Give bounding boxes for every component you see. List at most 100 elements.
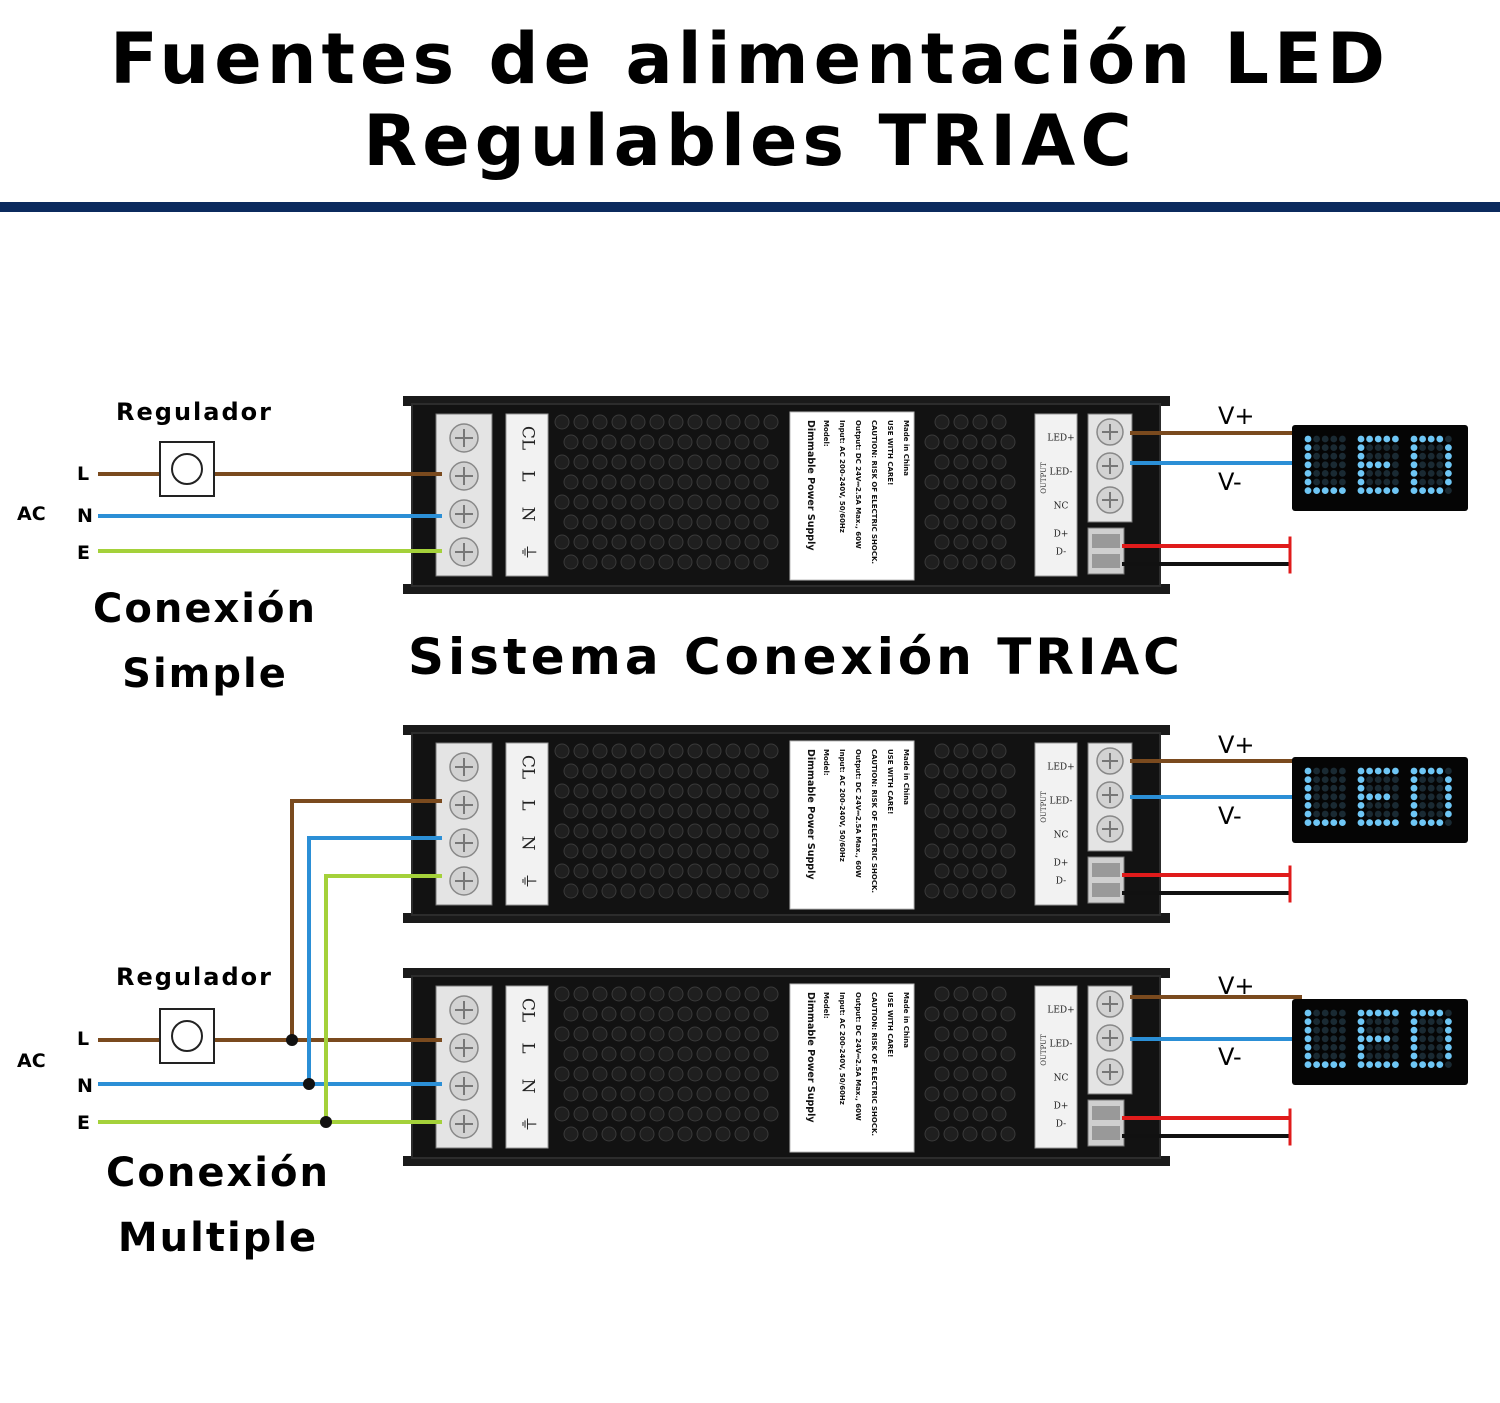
led-dot-on [1374, 435, 1382, 443]
led-dot-on [1366, 1061, 1373, 1068]
led-dot-on [1366, 767, 1373, 775]
led-dot-off [1436, 1026, 1444, 1034]
vminus-label-3: V- [1218, 1043, 1242, 1071]
supply-vent-grill [554, 986, 1016, 1142]
led-dot-on [1374, 1061, 1382, 1068]
input-label-plate [505, 413, 549, 577]
led-dot-off [1383, 802, 1391, 809]
supply-label-line: Input: AC 200-240V, 50/60Hz [838, 420, 846, 533]
input-terminal-label: ⏚ [518, 1116, 538, 1133]
led-dot-on [1304, 793, 1312, 801]
led-dot-off [1419, 793, 1426, 801]
led-dot-off [1445, 487, 1452, 494]
output-terminal-label: D+ [1054, 530, 1069, 540]
led-dot-off [1366, 444, 1373, 451]
led-dot-off [1313, 810, 1320, 818]
led-dot-off [1436, 802, 1444, 809]
led-dot-off [1427, 470, 1435, 477]
led-dot-off [1321, 793, 1329, 801]
led-dot-on [1357, 1018, 1365, 1025]
led-dot-off [1427, 1035, 1435, 1043]
led-dot-on [1410, 1026, 1418, 1034]
led-dot-on [1436, 1009, 1444, 1017]
led-dot-on [1330, 487, 1338, 494]
output-terminal-label: LED+ [1047, 763, 1074, 773]
led-dot-off [1313, 1009, 1320, 1017]
led-dot-off [1374, 810, 1382, 818]
led-dot-off [1339, 802, 1346, 809]
supply-label-line: Made in China [902, 992, 910, 1048]
led-dot-on [1410, 470, 1418, 477]
input-label-plate [505, 742, 549, 906]
supply-label-line: Dimmable Power Supply [805, 420, 816, 551]
led-dot-off [1313, 1052, 1320, 1060]
led-dot-on [1304, 444, 1312, 451]
led-dot-off [1383, 784, 1391, 792]
led-dot-off [1427, 461, 1435, 469]
supply-label-line: Model: [822, 749, 830, 776]
led-dot-off [1392, 444, 1399, 451]
input-terminal-label: N [518, 1079, 538, 1094]
led-dot-off [1339, 793, 1346, 801]
led-dot-off [1419, 776, 1426, 783]
input-terminal-label: N [518, 507, 538, 522]
led-dot-on [1445, 444, 1452, 451]
led-dot-on [1357, 810, 1365, 818]
led-dot-on [1383, 1061, 1391, 1068]
led-dot-off [1313, 802, 1320, 809]
led-dot-off [1383, 776, 1391, 783]
led-dot-on [1410, 784, 1418, 792]
led-dot-on [1445, 452, 1452, 460]
led-dot-off [1313, 767, 1320, 775]
led-dot-off [1330, 1009, 1338, 1017]
led-dot-off [1366, 1044, 1373, 1051]
simple-regulator [159, 441, 215, 497]
led-dot-off [1330, 1044, 1338, 1051]
led-dot-off [1330, 444, 1338, 451]
led-dot-on [1445, 1052, 1452, 1060]
led-dot-off [1419, 802, 1426, 809]
led-dot-on [1419, 487, 1426, 494]
led-dot-off [1366, 1052, 1373, 1060]
dimmer-box [159, 1008, 215, 1064]
led-dot-off [1313, 776, 1320, 783]
led-dot-on [1304, 478, 1312, 486]
led-dot-on [1436, 767, 1444, 775]
led-dot-off [1383, 1018, 1391, 1025]
led-dot-off [1339, 1044, 1346, 1051]
led-dot-on [1427, 435, 1435, 443]
led-dot-on [1445, 1018, 1452, 1025]
led-dot-on [1445, 776, 1452, 783]
led-dot-on [1357, 819, 1365, 826]
led-dot-off [1330, 461, 1338, 469]
supply-label-line: Dimmable Power Supply [805, 992, 816, 1123]
led-dot-off [1330, 776, 1338, 783]
input-terminal-label: ⏚ [518, 544, 538, 561]
led-dot-on [1304, 1035, 1312, 1043]
led-dot-off [1321, 1052, 1329, 1060]
led-dot-on [1357, 461, 1365, 469]
led-dot-on [1436, 435, 1444, 443]
simple-ac-label: AC [17, 503, 46, 525]
led-dot-off [1339, 435, 1346, 443]
led-dot-on [1410, 819, 1418, 826]
led-dot-on [1339, 1061, 1346, 1068]
led-dot-off [1383, 1044, 1391, 1051]
led-dot-off [1339, 767, 1346, 775]
led-dot-on [1339, 487, 1346, 494]
supply-label-line: Made in China [902, 420, 910, 476]
input-terminal-label: CL [518, 755, 538, 779]
led-dot-on [1357, 470, 1365, 477]
led-dot-on [1321, 819, 1329, 826]
led-dot-off [1366, 1026, 1373, 1034]
led-dot-on [1436, 1061, 1444, 1068]
output-terminal-label: NC [1054, 831, 1069, 841]
output-terminal-label: LED- [1050, 1040, 1073, 1050]
led-dot-off [1330, 452, 1338, 460]
led-dot-on [1366, 1035, 1373, 1043]
led-dot-on [1410, 1052, 1418, 1060]
led-dot-off [1374, 470, 1382, 477]
led-dot-on [1383, 767, 1391, 775]
led-dot-on [1321, 1061, 1329, 1068]
